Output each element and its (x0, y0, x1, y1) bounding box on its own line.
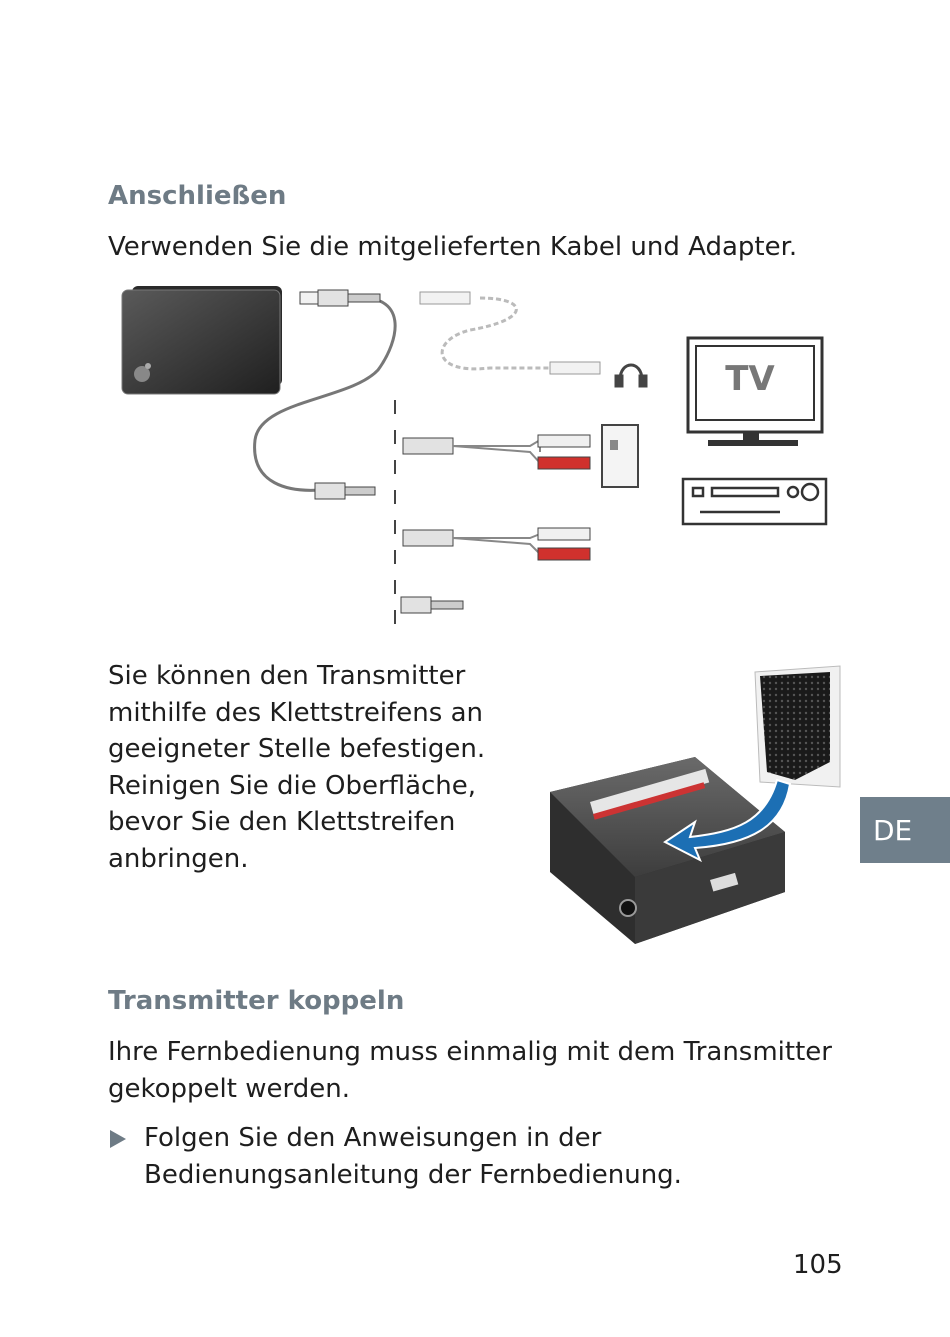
jack-plug-bottom-icon (314, 482, 376, 500)
rca-cable-1-icon (402, 434, 591, 470)
scart-adapter-icon (601, 424, 639, 488)
velcro-illustration (550, 665, 841, 944)
headphone-cable-icon (419, 291, 601, 375)
section-heading-connect: Anschließen (108, 181, 287, 211)
pairing-line-1: Ihre Fernbedienung muss einmalig mit dem… (108, 1037, 832, 1067)
connection-illustration: TV (121, 286, 828, 635)
velcro-instructions: Sie können den Transmitter mithilfe des … (108, 658, 508, 877)
tv-icon: TV (686, 336, 824, 446)
bullet-line-2: Bedienungsanleitung der Fernbedienung. (144, 1159, 682, 1190)
velcro-line-6: anbringen. (108, 843, 249, 874)
transmitter-box-icon (121, 286, 282, 395)
pairing-line-2: gekoppelt werden. (108, 1073, 350, 1104)
section-heading-pairing: Transmitter koppeln (108, 986, 405, 1016)
velcro-line-3: geeigneter Stelle befestigen. (108, 734, 486, 764)
velcro-line-2: mithilfe des Klettstreifens an (108, 697, 483, 728)
page-number: 105 (793, 1250, 843, 1280)
bullet-text: Folgen Sie den Anweisungen in der Bedien… (144, 1120, 784, 1193)
instruction-bullet: Folgen Sie den Anweisungen in der Bedien… (108, 1120, 784, 1193)
jack-plug-top-icon (299, 289, 381, 307)
velcro-line-5: bevor Sie den Klettstreifen (108, 807, 456, 837)
audio-cable-icon (253, 296, 397, 492)
bullet-line-1: Folgen Sie den Anweisungen in der (144, 1123, 602, 1153)
tv-label: TV (725, 359, 775, 399)
av-receiver-icon (681, 477, 828, 526)
rca-cable-2-icon (402, 527, 591, 561)
velcro-strip-icon (754, 665, 841, 788)
intro-text: Verwenden Sie die mitgelieferten Kabel u… (108, 232, 798, 262)
velcro-line-1: Sie können den Transmitter (108, 661, 466, 691)
language-tab: DE (860, 797, 950, 863)
attach-arrow-icon (663, 778, 792, 863)
velcro-line-4: Reinigen Sie die Oberfläche, (108, 770, 477, 801)
transmitter-device-icon (550, 757, 785, 944)
pairing-text: Ihre Fernbedienung muss einmalig mit dem… (108, 1034, 832, 1107)
jack-adapter-icon (400, 596, 464, 614)
headphones-icon (614, 363, 648, 388)
triangle-bullet-icon (108, 1120, 144, 1193)
